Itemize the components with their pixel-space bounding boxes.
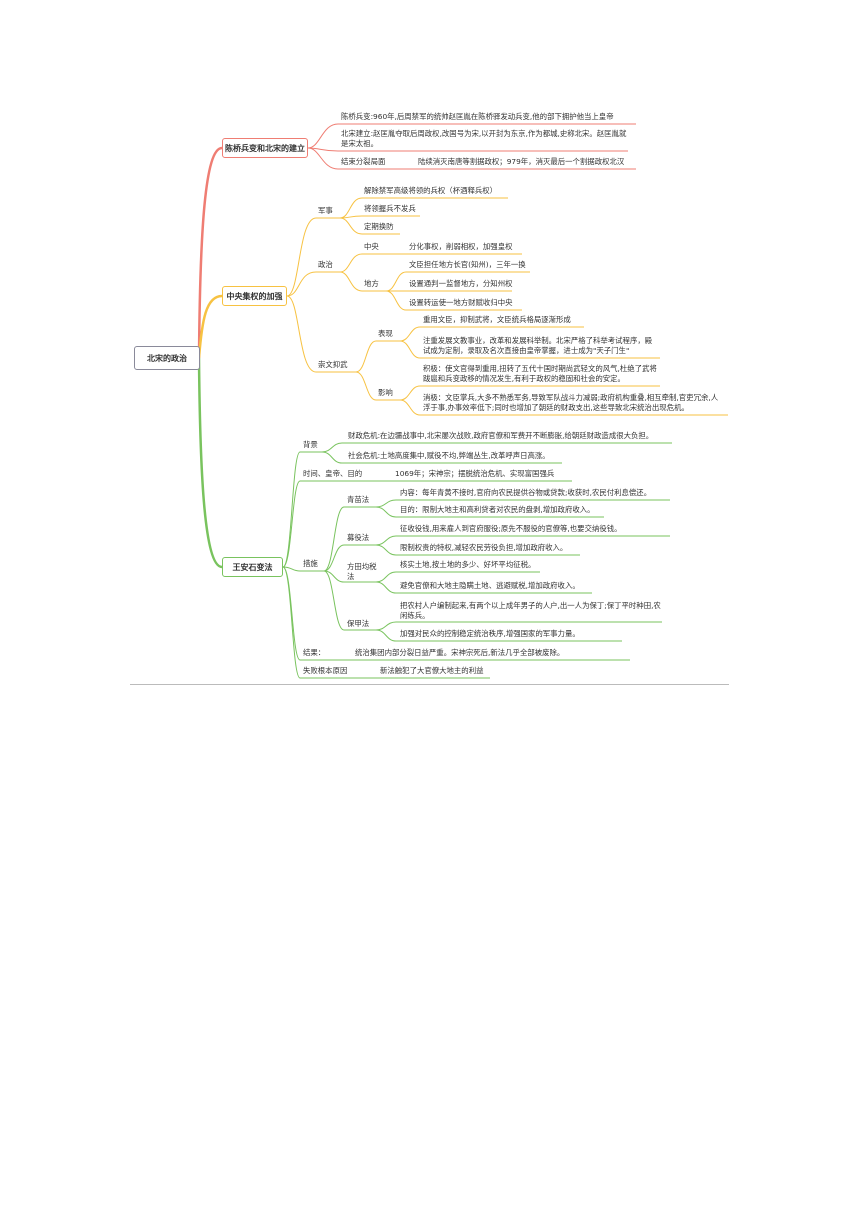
node-local-2[interactable]: 设置通判一监督地方，分知州权 (409, 279, 513, 288)
link-red-1 (307, 123, 636, 149)
node-end-division-detail[interactable]: 陆续消灭南唐等割据政权；979年，消灭最后一个割据政权北汉 (418, 157, 625, 166)
node-chenqiao-mutiny[interactable]: 陈桥兵变:960年,后周禁军的统帅赵匡胤在陈桥驿发动兵变,他的部下拥护他当上皇帝 (341, 112, 614, 121)
node-background[interactable]: 背景 (303, 440, 318, 449)
node-influence-positive[interactable]: 积极：使文官得到重用,扭转了五代十国时期尚武轻文的风气,杜绝了武将跋扈和兵变政移… (423, 364, 657, 383)
node-expression[interactable]: 表现 (378, 329, 393, 338)
node-fangtian-1[interactable]: 核实土地,按土地的多少、好坏平均征税。 (400, 560, 536, 569)
node-baojia-1[interactable]: 把农村人户编制起来,有两个以上成年男子的人户,出一人为保丁;保丁平时种田,农闲练… (400, 601, 661, 620)
node-influence[interactable]: 影响 (378, 388, 393, 397)
node-politics[interactable]: 政治 (318, 260, 333, 269)
node-background-1[interactable]: 财政危机:在边疆战事中,北宋屡次战败,政府官僚和军费开不断膨胀,给朝廷财政造成很… (348, 431, 654, 440)
node-military-3[interactable]: 定期换防 (364, 222, 394, 231)
link-red-3 (307, 147, 636, 170)
node-politics-central[interactable]: 中央 (364, 242, 379, 251)
node-result[interactable]: 结果： (303, 648, 326, 657)
node-fangtian[interactable]: 方田均税法 (347, 562, 377, 581)
link-root-wanganshi (197, 357, 223, 569)
node-politics-local[interactable]: 地方 (364, 279, 379, 288)
node-time[interactable]: 时间、皇帝、目的 (303, 469, 363, 478)
node-song-founding[interactable]: 北宋建立:赵匡胤夺取后周政权,改国号为宋,以开封为东京,作为都城,史称北宋。赵匡… (341, 129, 627, 148)
branch-chenqiao[interactable]: 陈桥兵变和北宋的建立 (222, 138, 308, 158)
node-qingmiao[interactable]: 青苗法 (347, 495, 370, 504)
node-baojia-2[interactable]: 加强对民众的控制稳定统治秩序,增强国家的军事力量。 (400, 629, 580, 638)
root-node[interactable]: 北宋的政治 (134, 346, 200, 370)
node-muyi-1[interactable]: 征收役钱,用来雇人到官府服役;原先不服役的官僚等,也要交纳役钱。 (400, 524, 622, 533)
node-end-division[interactable]: 结束分裂局面 (341, 157, 386, 166)
link-root-chenqiao (197, 146, 223, 359)
node-muyi-2[interactable]: 限制权贵的特权,减轻农民劳役负担,增加政府收入。 (400, 543, 568, 552)
node-military-1[interactable]: 解除禁军高级将领的兵权（杯酒释兵权） (364, 186, 498, 195)
node-baojia[interactable]: 保甲法 (347, 619, 370, 628)
branch-centralization[interactable]: 中央集权的加强 (222, 286, 287, 306)
node-background-2[interactable]: 社会危机:土地高度集中,赋役不均,弊端丛生,改革呼声日高涨。 (348, 451, 550, 460)
node-qingmiao-1[interactable]: 内容：每年青黄不接时,官府向农民提供谷物或贷款;收获时,农民付利息偿还。 (400, 488, 652, 497)
node-muyi[interactable]: 募役法 (347, 533, 370, 542)
node-culture[interactable]: 崇文抑武 (318, 360, 348, 369)
node-influence-negative[interactable]: 消极：文臣掌兵,大多不熟悉军务,导致军队战斗力减弱;政府机构重叠,相互牵制,官吏… (423, 393, 719, 412)
link-root-centralization (197, 294, 223, 359)
node-expression-1[interactable]: 重用文臣，抑制武将，文臣统兵格局逐渐形成 (423, 315, 571, 324)
node-result-value[interactable]: 统治集团内部分裂日益严重。宋神宗死后,新法几乎全部被废除。 (355, 648, 565, 657)
node-measures[interactable]: 措施 (303, 559, 318, 568)
node-failure-value[interactable]: 新法触犯了大官僚大地主的利益 (380, 666, 484, 675)
node-military-2[interactable]: 将领握兵不发兵 (364, 204, 416, 213)
node-time-value[interactable]: 1069年；宋神宗；摆脱统治危机、实现富国强兵 (395, 469, 555, 478)
node-fangtian-2[interactable]: 避免官僚和大地主隐瞒土地、逃避赋税,增加政府收入。 (400, 581, 580, 590)
node-military[interactable]: 军事 (318, 206, 333, 215)
node-politics-central-item[interactable]: 分化事权，削弱相权，加强皇权 (409, 242, 513, 251)
page-divider (130, 684, 729, 685)
node-local-3[interactable]: 设置转运使一地方财赋收归中央 (409, 298, 513, 307)
node-local-1[interactable]: 文臣担任地方长官(知州)，三年一换 (409, 260, 526, 269)
node-expression-2[interactable]: 注重发展文教事业，改革和发展科举制。北宋严格了科举考试程序，殿试成为定制，录取及… (423, 336, 653, 355)
node-failure[interactable]: 失败根本原因 (303, 666, 348, 675)
branch-wanganshi[interactable]: 王安石变法 (222, 557, 283, 577)
node-qingmiao-2[interactable]: 目的：限制大地主和高利贷者对农民的盘剥,增加政府收入。 (400, 505, 595, 514)
